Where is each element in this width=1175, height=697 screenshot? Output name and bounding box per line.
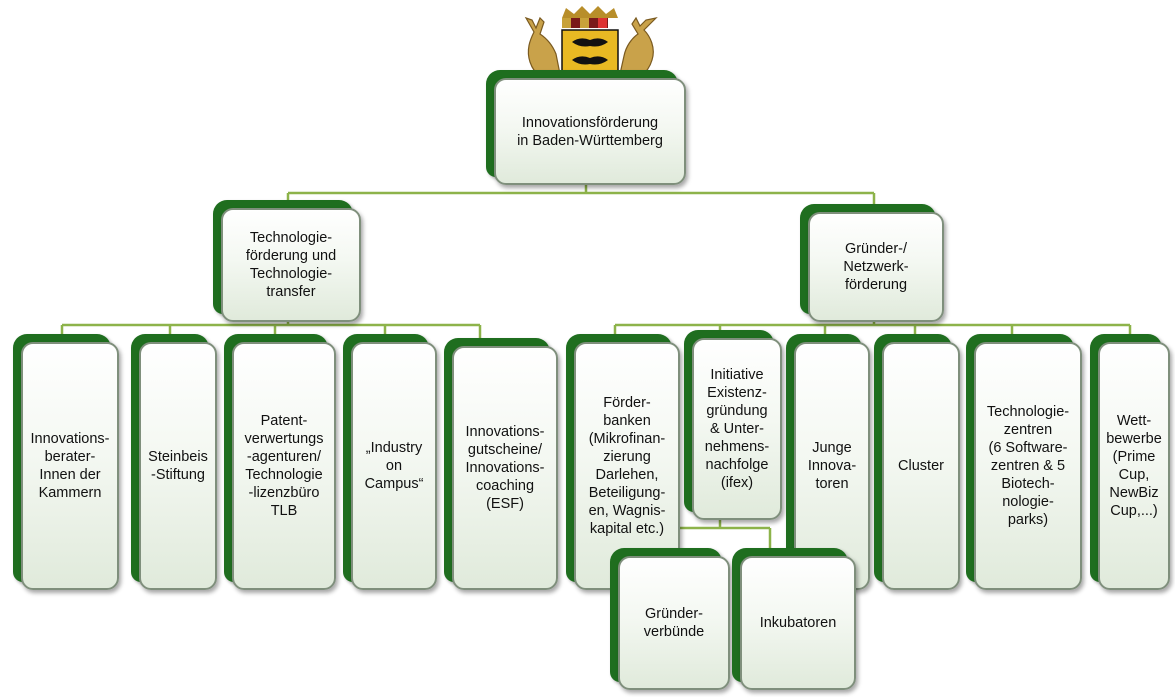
node-industry-on-campus: „Industry on Campus“ <box>343 334 437 590</box>
crown-icon <box>562 6 618 28</box>
node-wettbewerbe: Wett- bewerbe (Prime Cup, NewBiz Cup,...… <box>1090 334 1170 590</box>
node-steinbeis-label: Steinbeis -Stiftung <box>139 342 217 590</box>
node-gruenderfoerderung-label: Gründer-/ Netzwerk- förderung <box>808 212 944 322</box>
node-technologiezentren-label: Technologie- zentren (6 Software- zentre… <box>974 342 1082 590</box>
node-cluster-label: Cluster <box>882 342 960 590</box>
node-cluster: Cluster <box>874 334 960 590</box>
node-patentverwertung: Patent- verwertungs -agenturen/ Technolo… <box>224 334 336 590</box>
node-innovationsgutscheine-label: Innovations- gutscheine/ Innovations- co… <box>452 346 558 590</box>
node-technologiefoerderung-label: Technologie- förderung und Technologie- … <box>221 208 361 322</box>
node-technologiefoerderung: Technologie- förderung und Technologie- … <box>213 200 361 322</box>
connector-ifex-children <box>658 518 772 550</box>
node-gruenderverbuende: Gründer- verbünde <box>610 548 730 690</box>
node-industry-on-campus-label: „Industry on Campus“ <box>351 342 437 590</box>
node-ifex: Initiative Existenz- gründung & Unter- n… <box>684 330 782 520</box>
node-patentverwertung-label: Patent- verwertungs -agenturen/ Technolo… <box>232 342 336 590</box>
node-ifex-label: Initiative Existenz- gründung & Unter- n… <box>692 338 782 520</box>
node-inkubatoren: Inkubatoren <box>732 548 856 690</box>
node-innovationsberater: Innovations- berater- Innen der Kammern <box>13 334 119 590</box>
node-innovationsgutscheine: Innovations- gutscheine/ Innovations- co… <box>444 338 558 590</box>
node-wettbewerbe-label: Wett- bewerbe (Prime Cup, NewBiz Cup,...… <box>1098 342 1170 590</box>
node-gruenderfoerderung: Gründer-/ Netzwerk- förderung <box>800 204 944 322</box>
node-technologiezentren: Technologie- zentren (6 Software- zentre… <box>966 334 1082 590</box>
node-root-label: Innovationsförderung in Baden-Württember… <box>494 78 686 185</box>
node-gruenderverbuende-label: Gründer- verbünde <box>618 556 730 690</box>
node-steinbeis: Steinbeis -Stiftung <box>131 334 217 590</box>
node-inkubatoren-label: Inkubatoren <box>740 556 856 690</box>
node-root: Innovationsförderung in Baden-Württember… <box>486 70 686 185</box>
node-innovationsberater-label: Innovations- berater- Innen der Kammern <box>21 342 119 590</box>
connector-root-level1 <box>286 183 876 206</box>
